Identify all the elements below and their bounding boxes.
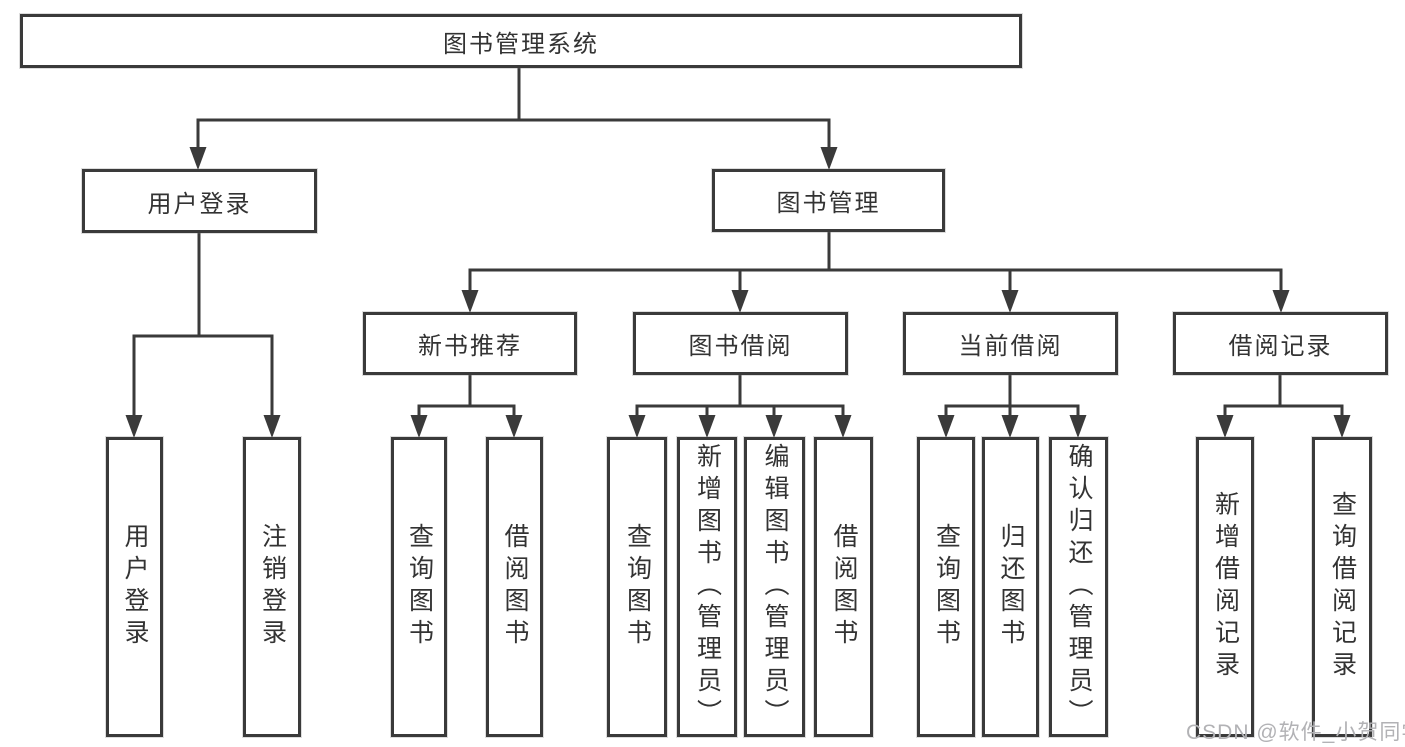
node-label: 用户登录: [121, 523, 149, 651]
node-library-management-system: 图书管理系统: [20, 14, 1022, 68]
csdn-watermark: CSDN @软件_小贺同学: [1186, 721, 1405, 744]
leaf-current-query-book: 查询图书: [917, 437, 975, 737]
leaf-newbook-borrow-book: 借阅图书: [486, 437, 543, 737]
node-label: 新增借阅记录: [1211, 491, 1240, 683]
node-label: 当前借阅: [958, 333, 1063, 360]
node-label: 图书管理系统: [443, 30, 599, 58]
node-label: 图书管理: [776, 190, 881, 217]
leaf-current-confirm-return-admin: 确认归还（管理员）: [1049, 437, 1108, 737]
leaf-user-login: 用户登录: [106, 437, 163, 737]
node-current-borrowing: 当前借阅: [903, 312, 1118, 375]
leaf-borrowing-query-book: 查询图书: [607, 437, 667, 737]
node-label: 查询图书: [623, 523, 652, 651]
node-book-borrowing: 图书借阅: [633, 312, 848, 375]
node-label: 新增图书（管理员）: [693, 443, 722, 731]
node-label: 编辑图书（管理员）: [761, 443, 789, 731]
leaf-newbook-query-book: 查询图书: [391, 437, 447, 737]
node-label: 借阅图书: [501, 523, 529, 651]
node-label: 查询借阅记录: [1328, 491, 1357, 683]
node-user-login: 用户登录: [82, 169, 317, 233]
node-label: 确认归还（管理员）: [1065, 443, 1093, 731]
leaf-current-return-book: 归还图书: [982, 437, 1039, 737]
node-label: 查询图书: [405, 523, 434, 651]
node-label: 借阅记录: [1228, 333, 1333, 360]
leaf-borrowing-borrow-book: 借阅图书: [814, 437, 873, 737]
node-label: 新书推荐: [418, 333, 522, 360]
leaf-borrowing-add-book-admin: 新增图书（管理员）: [677, 437, 737, 737]
node-label: 注销登录: [258, 523, 287, 651]
leaf-records-query-record: 查询借阅记录: [1312, 437, 1372, 737]
node-label: 借阅图书: [830, 523, 858, 651]
node-label: 查询图书: [932, 523, 961, 651]
node-label: 图书借阅: [688, 333, 793, 360]
node-book-management: 图书管理: [712, 169, 945, 232]
node-label: 用户登录: [147, 190, 252, 218]
node-label: 归还图书: [997, 523, 1025, 651]
leaf-logout: 注销登录: [243, 437, 301, 737]
node-new-book-recommendation: 新书推荐: [363, 312, 577, 375]
node-borrowing-records: 借阅记录: [1173, 312, 1388, 375]
leaf-borrowing-edit-book-admin: 编辑图书（管理员）: [744, 437, 805, 737]
leaf-records-add-record: 新增借阅记录: [1196, 437, 1254, 737]
